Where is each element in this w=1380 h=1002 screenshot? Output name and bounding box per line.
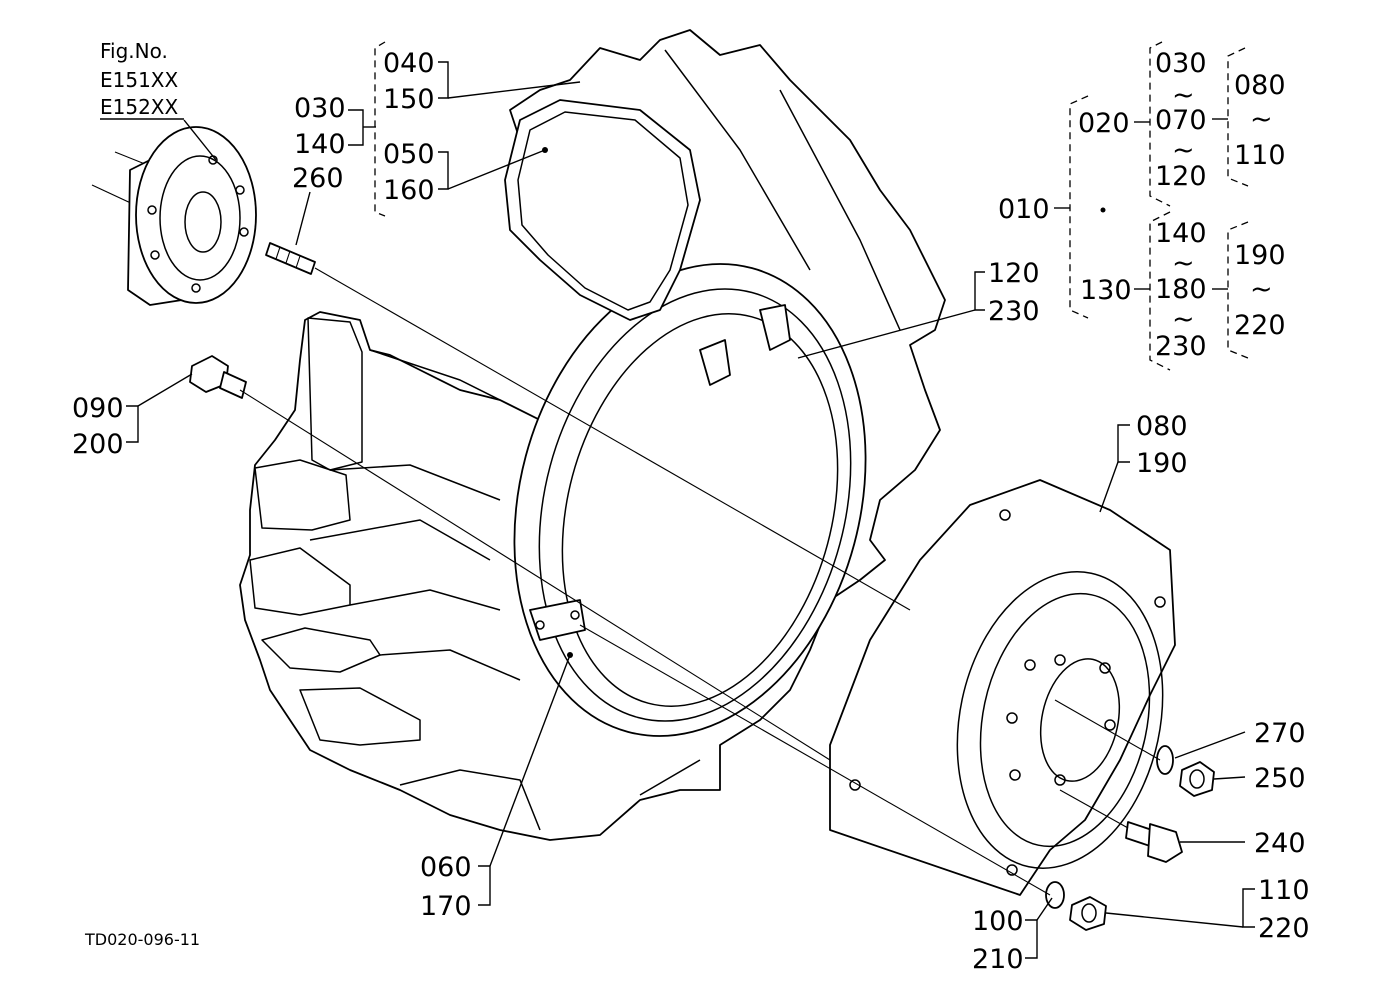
callout-270: 270 <box>1254 718 1306 749</box>
callout-060: 060 <box>420 852 472 883</box>
callout-090: 090 <box>72 393 124 424</box>
callout-230: 230 <box>988 296 1040 327</box>
lock-washer-210 <box>1045 881 1065 909</box>
leader-lines <box>126 61 1255 959</box>
callout-220: 220 <box>1258 913 1310 944</box>
callout-210: 210 <box>972 944 1024 975</box>
callout-200: 200 <box>72 429 124 460</box>
fig-no-label: Fig.No. <box>100 39 168 63</box>
fig-number-1: E151XX <box>100 68 179 92</box>
callout-030: 030 <box>294 93 346 124</box>
callout-160: 160 <box>383 175 435 206</box>
fig-number-2: E152XX <box>100 95 179 119</box>
tire-liner <box>504 99 701 321</box>
callout-190: 190 <box>1136 448 1188 479</box>
wheel-disc <box>829 479 1176 896</box>
callout-140: 140 <box>294 129 346 160</box>
tree-group-1: 020 <box>1078 108 1130 139</box>
callout-260: 260 <box>292 163 344 194</box>
tree-g1-sub-1: 080 <box>1234 70 1286 101</box>
tree-g2-item-2: 180 <box>1155 274 1207 305</box>
tree-g2-tilde-2: ~ <box>1172 304 1195 335</box>
tree-g1-sub-2: 110 <box>1234 140 1286 171</box>
lock-washer-270 <box>1156 745 1174 775</box>
callout-250: 250 <box>1254 763 1306 794</box>
callout-240: 240 <box>1254 828 1306 859</box>
callout-040: 040 <box>383 48 435 79</box>
hex-bolt <box>189 355 247 399</box>
tree-group-2: 130 <box>1080 275 1132 306</box>
tree-g2-sub-tilde: ~ <box>1250 274 1273 305</box>
tree-g2-sub-2: 220 <box>1234 310 1286 341</box>
tree-g1-sub-tilde: ~ <box>1250 104 1273 135</box>
callout-170: 170 <box>420 891 472 922</box>
axis-lines <box>239 267 1161 896</box>
callout-110: 110 <box>1258 875 1310 906</box>
hub-flange <box>91 126 257 306</box>
callout-120: 120 <box>988 258 1040 289</box>
wheel-rim <box>513 263 867 737</box>
tree-g1-tilde-1: ~ <box>1172 80 1195 111</box>
tree-g1-tilde-2: ~ <box>1172 135 1195 166</box>
callout-080: 080 <box>1136 411 1188 442</box>
tree-g2-tilde-1: ~ <box>1172 248 1195 279</box>
stud-bolt <box>265 242 316 275</box>
hex-nut-220 <box>1069 896 1107 931</box>
tree-g2-item-1: 140 <box>1155 218 1207 249</box>
tree-g1-item-1: 030 <box>1155 48 1207 79</box>
callout-150: 150 <box>383 84 435 115</box>
hex-bolt-240 <box>1125 821 1183 863</box>
tree-g1-item-3: 120 <box>1155 161 1207 192</box>
tree-root: 010 <box>998 194 1050 225</box>
tree-g1-item-2: 070 <box>1155 105 1207 136</box>
drawing-code: TD020-096-11 <box>84 930 200 949</box>
group-brackets <box>374 41 1249 371</box>
hex-nut-250 <box>1179 761 1215 797</box>
callout-100: 100 <box>972 906 1024 937</box>
tree-g2-sub-1: 190 <box>1234 240 1286 271</box>
tree-g2-item-3: 230 <box>1155 331 1207 362</box>
callout-050: 050 <box>383 139 435 170</box>
